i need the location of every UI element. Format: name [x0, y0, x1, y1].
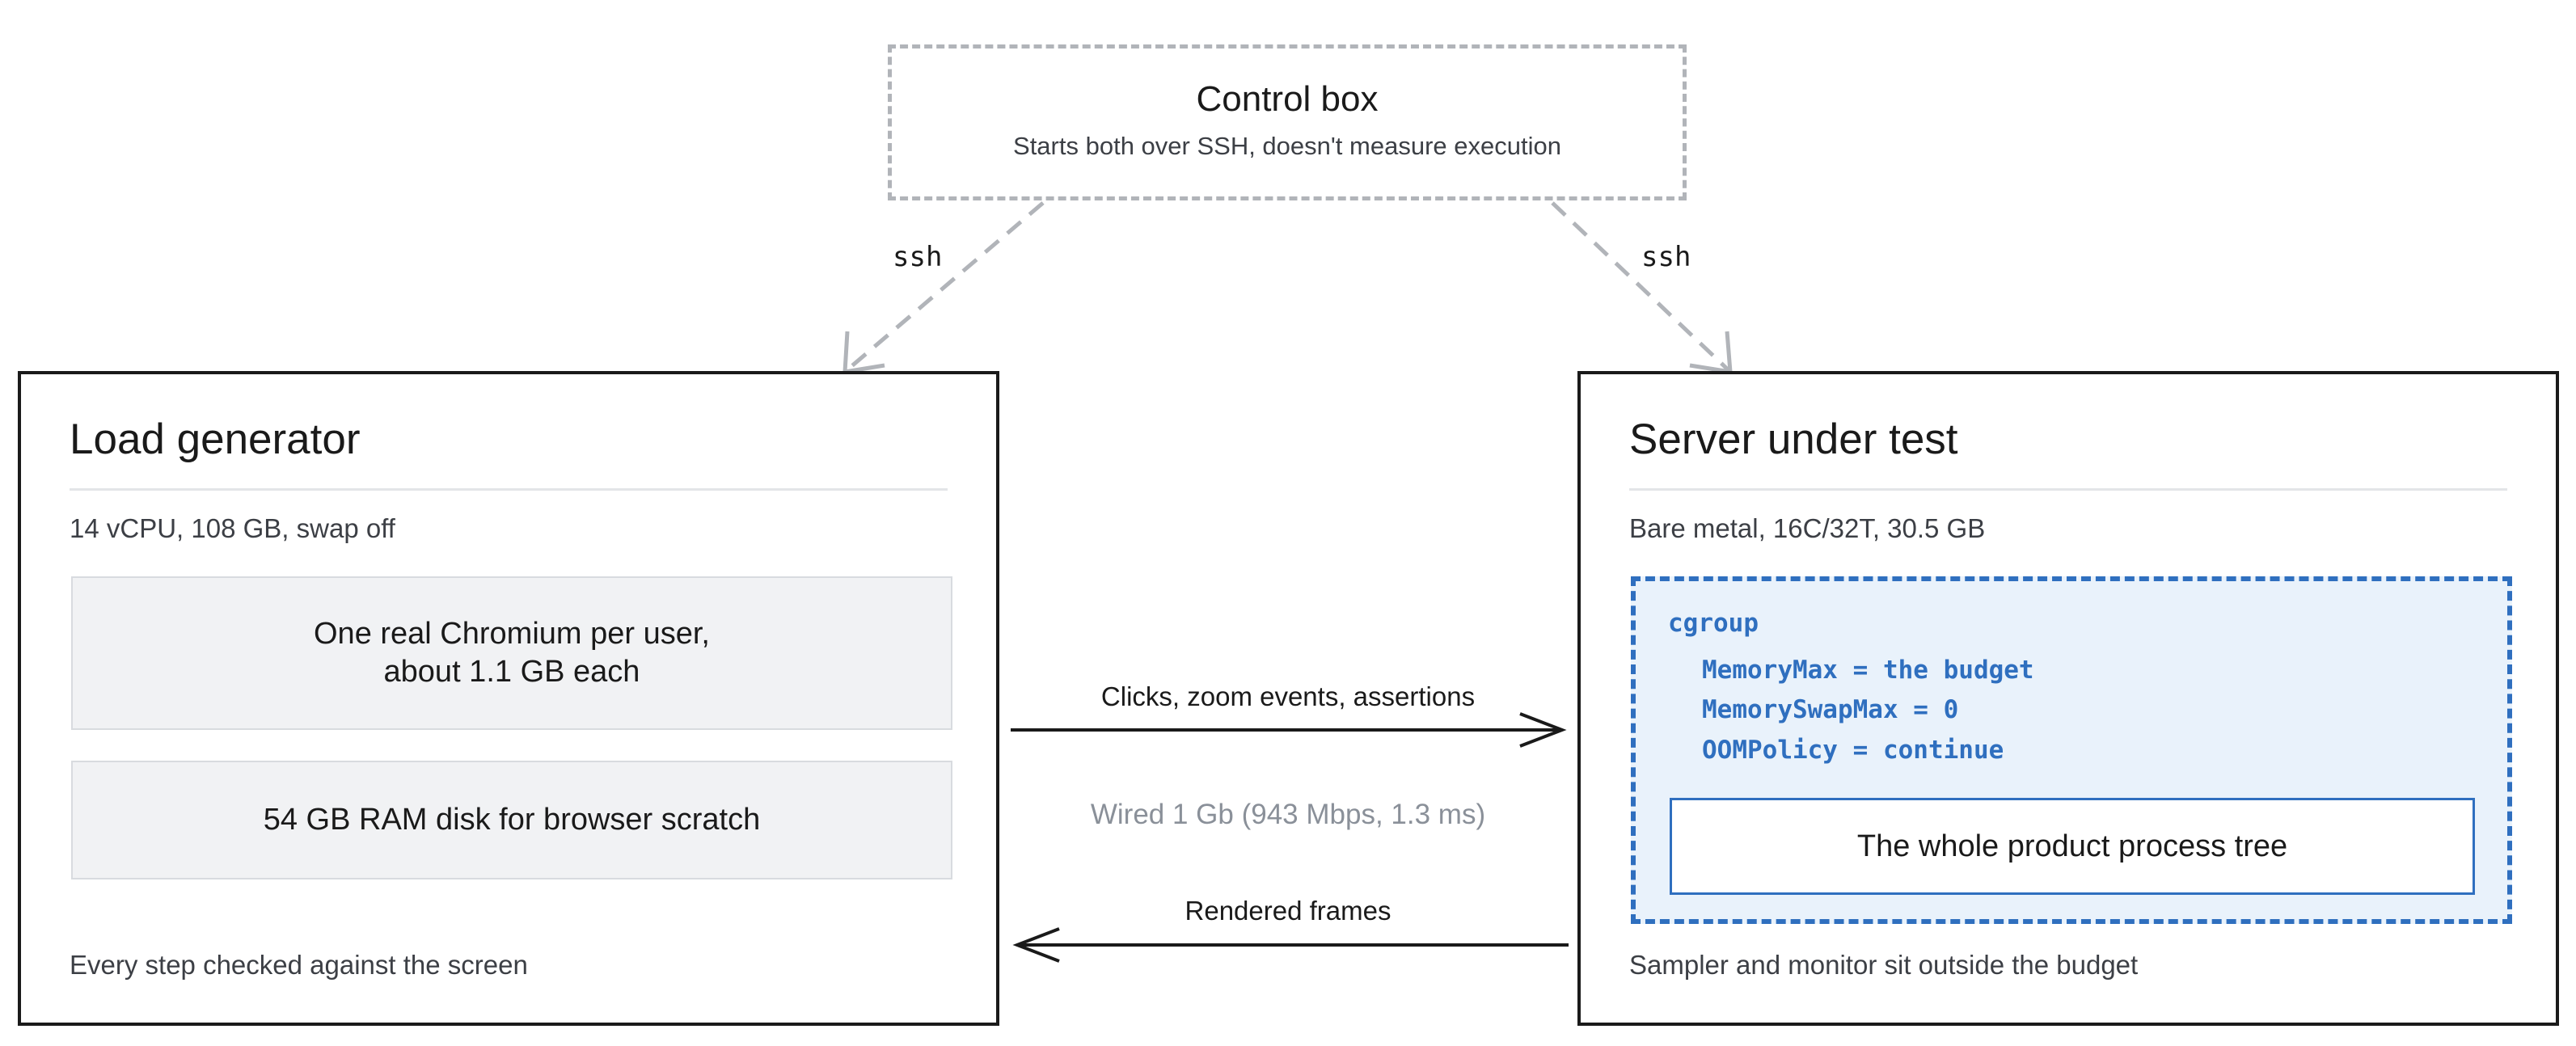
chromium-line-1: One real Chromium per user, — [314, 617, 710, 651]
control-box-title: Control box — [1196, 79, 1379, 119]
forward-arrowhead — [1519, 712, 1567, 748]
control-box-subtitle: Starts both over SSH, doesn't measure ex… — [1013, 132, 1561, 160]
ssh-label-right: ssh — [1641, 241, 1691, 273]
server-spec: Bare metal, 16C/32T, 30.5 GB — [1629, 513, 1986, 543]
load-generator-footer: Every step checked against the screen — [70, 950, 528, 980]
back-arrowhead — [1012, 927, 1060, 963]
ram-disk-box: 54 GB RAM disk for browser scratch — [71, 761, 952, 879]
ssh-edge-left — [843, 201, 1045, 373]
cgroup-box: cgroup MemoryMax = the budget MemorySwap… — [1631, 576, 2512, 924]
back-arrow-label: Rendered frames — [1185, 896, 1391, 926]
ssh-label-left: ssh — [893, 241, 943, 273]
chromium-box: One real Chromium per user, about 1.1 GB… — [71, 576, 952, 730]
forward-arrow-label: Clicks, zoom events, assertions — [1100, 681, 1476, 711]
server-title: Server under test — [1629, 415, 1958, 463]
load-generator-title: Load generator — [70, 415, 361, 463]
server-box: Server under test Bare metal, 16C/32T, 3… — [1577, 371, 2559, 1026]
control-box: Control box Starts both over SSH, doesn'… — [888, 44, 1687, 200]
chromium-line-2: about 1.1 GB each — [383, 655, 640, 689]
ram-disk-label: 54 GB RAM disk for browser scratch — [263, 803, 761, 837]
process-tree-label: The whole product process tree — [1856, 829, 2288, 863]
load-generator-box: Load generator 14 vCPU, 108 GB, swap off… — [18, 371, 999, 1026]
server-divider — [1629, 488, 2507, 491]
network-link-label: Wired 1 Gb (943 Mbps, 1.3 ms) — [1090, 799, 1486, 830]
cgroup-memorymax: MemoryMax = the budget — [1702, 656, 2034, 685]
load-generator-divider — [70, 488, 948, 491]
cgroup-oompolicy: OOMPolicy = continue — [1702, 736, 2004, 765]
load-generator-spec: 14 vCPU, 108 GB, swap off — [70, 513, 395, 543]
ssh-edge-left-arrowhead — [842, 331, 885, 374]
ssh-edge-right — [1551, 201, 1732, 373]
server-footer: Sampler and monitor sit outside the budg… — [1629, 950, 2139, 980]
cgroup-memoryswapmax: MemorySwapMax = 0 — [1702, 695, 1959, 724]
process-tree-box: The whole product process tree — [1670, 798, 2475, 895]
cgroup-label: cgroup — [1668, 609, 1759, 638]
